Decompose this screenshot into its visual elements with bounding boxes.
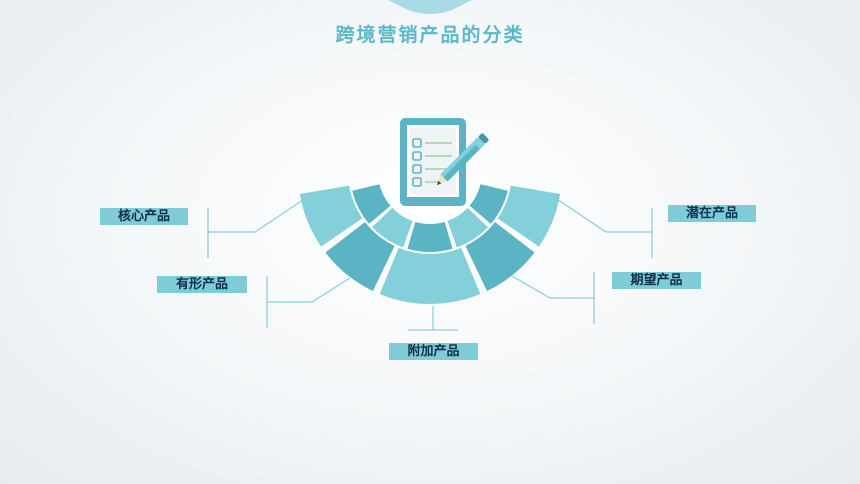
fan-outer-segment-4 bbox=[465, 222, 535, 292]
fan-outer-segment-5 bbox=[497, 185, 561, 247]
label-core-product: 核心产品 bbox=[100, 208, 188, 225]
connector-tangible bbox=[266, 276, 351, 328]
fan-inner-segment-2 bbox=[372, 207, 413, 248]
fan-inner-segment-3 bbox=[407, 221, 453, 252]
connector-augmented bbox=[408, 306, 458, 331]
connector-potential bbox=[553, 196, 653, 258]
connector-core bbox=[207, 197, 307, 258]
fan-inner-segment-5 bbox=[469, 184, 508, 224]
label-potential-product: 潜在产品 bbox=[668, 205, 756, 222]
fan-outer-segment-1 bbox=[299, 185, 363, 247]
connector-expected bbox=[511, 272, 595, 324]
label-tangible-product: 有形产品 bbox=[157, 276, 247, 293]
connector-lines bbox=[207, 196, 653, 331]
fan-inner-segment-4 bbox=[447, 207, 488, 248]
fan-outer-segment-2 bbox=[325, 222, 395, 292]
fan-diagram bbox=[299, 184, 561, 304]
fan-inner-segment-1 bbox=[352, 184, 391, 224]
fan-outer-segment-3 bbox=[379, 247, 481, 304]
label-augmented-product: 附加产品 bbox=[389, 343, 478, 360]
top-decoration bbox=[388, 0, 472, 14]
label-expected-product: 期望产品 bbox=[612, 272, 701, 289]
page-title: 跨境营销产品的分类 bbox=[335, 24, 525, 46]
checklist-clipboard-icon bbox=[400, 118, 466, 206]
pencil-icon bbox=[437, 133, 489, 185]
